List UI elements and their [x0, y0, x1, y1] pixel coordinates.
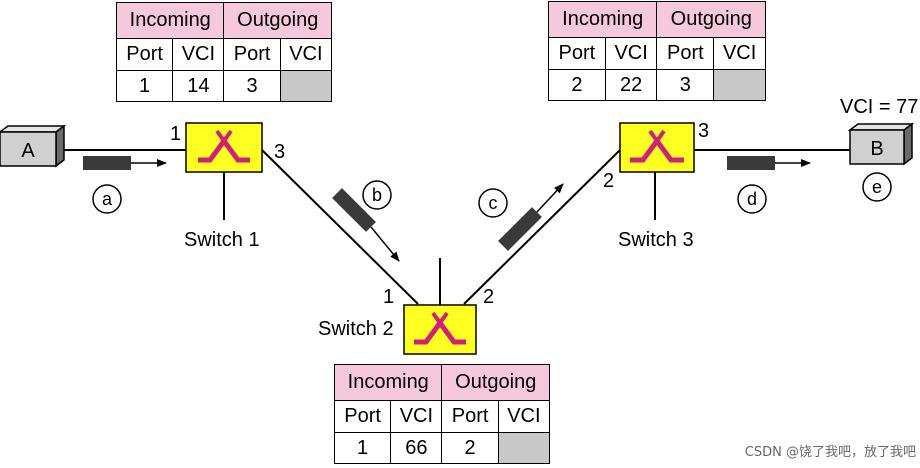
table-header-outgoing: Outgoing [223, 2, 332, 39]
table-col-vci: VCI [497, 400, 551, 433]
step-e-marker: e [862, 172, 892, 202]
svg-text:c: c [489, 193, 498, 213]
out-vci-cell [279, 70, 333, 102]
host-b-vci-note: VCI = 77 [840, 96, 918, 118]
table-col-port: Port [441, 400, 499, 433]
svg-text:d: d [747, 189, 757, 209]
watermark: CSDN @饶了我吧，放了我吧 [744, 445, 916, 460]
table-col-port: Port [548, 37, 606, 70]
switch-3-vc-table: Incoming Outgoing Port VCI Port VCI 2 22… [547, 1, 766, 101]
switch-3-port-in: 2 [603, 170, 614, 192]
switch-2-port-out: 2 [483, 286, 494, 308]
switch-3 [619, 122, 695, 173]
packet-a [83, 156, 167, 170]
svg-text:a: a [102, 189, 113, 209]
switch-1-vc-table: Incoming Outgoing Port VCI Port VCI 1 14… [115, 2, 333, 102]
step-a-marker: a [92, 184, 122, 214]
step-b-marker: b [362, 180, 392, 210]
switch-2-vc-table: Incoming Outgoing Port VCI Port VCI 1 66… [333, 364, 551, 464]
table-col-vci: VCI [279, 38, 333, 71]
table-col-port: Port [333, 400, 392, 433]
out-port-cell: 3 [223, 70, 281, 102]
in-vci-cell: 14 [172, 70, 225, 102]
in-vci-cell: 22 [604, 69, 658, 101]
out-vci-cell [713, 69, 766, 101]
svg-text:b: b [372, 185, 382, 205]
in-port-cell: 1 [115, 70, 174, 102]
host-b: B [847, 122, 915, 166]
table-row: 1 14 3 [115, 70, 333, 102]
table-header-outgoing: Outgoing [656, 1, 766, 38]
table-col-vci: VCI [713, 37, 766, 70]
table-header-incoming: Incoming [547, 1, 658, 38]
table-header-incoming: Incoming [333, 364, 443, 401]
table-header-outgoing: Outgoing [441, 364, 550, 401]
table-col-vci: VCI [390, 400, 443, 433]
out-port-cell: 3 [656, 69, 715, 101]
table-col-port: Port [223, 38, 281, 71]
step-c-marker: c [478, 188, 508, 218]
out-vci-cell [497, 432, 551, 464]
switch-1 [185, 122, 263, 173]
link-switch2-switch3 [463, 149, 621, 305]
link-switch1-switch2 [261, 149, 419, 305]
switch-2 [403, 304, 477, 355]
step-d-marker: d [737, 184, 767, 214]
table-col-port: Port [115, 38, 174, 71]
table-header-incoming: Incoming [115, 2, 225, 39]
switch-2-port-in: 1 [383, 286, 394, 308]
table-row: 1 66 2 [333, 432, 551, 464]
host-b-label: B [870, 138, 883, 160]
in-port-cell: 2 [548, 69, 606, 101]
out-port-cell: 2 [441, 432, 499, 464]
switch-1-port-in: 1 [170, 123, 181, 145]
switch-3-label: Switch 3 [618, 229, 694, 251]
table-col-vci: VCI [172, 38, 225, 71]
in-vci-cell: 66 [390, 432, 443, 464]
table-row: 2 22 3 [548, 69, 766, 101]
switch-3-port-out: 3 [698, 120, 709, 142]
switch-1-label: Switch 1 [184, 229, 260, 251]
in-port-cell: 1 [333, 432, 392, 464]
table-col-vci: VCI [604, 37, 658, 70]
packet-d [727, 156, 811, 170]
host-a-label: A [21, 140, 35, 162]
host-a: A [0, 124, 67, 168]
switch-1-port-out: 3 [274, 141, 285, 163]
packet-b [332, 188, 400, 262]
svg-text:e: e [872, 177, 882, 197]
table-col-port: Port [656, 37, 715, 70]
packet-c [498, 183, 564, 251]
switch-2-label: Switch 2 [318, 318, 394, 340]
